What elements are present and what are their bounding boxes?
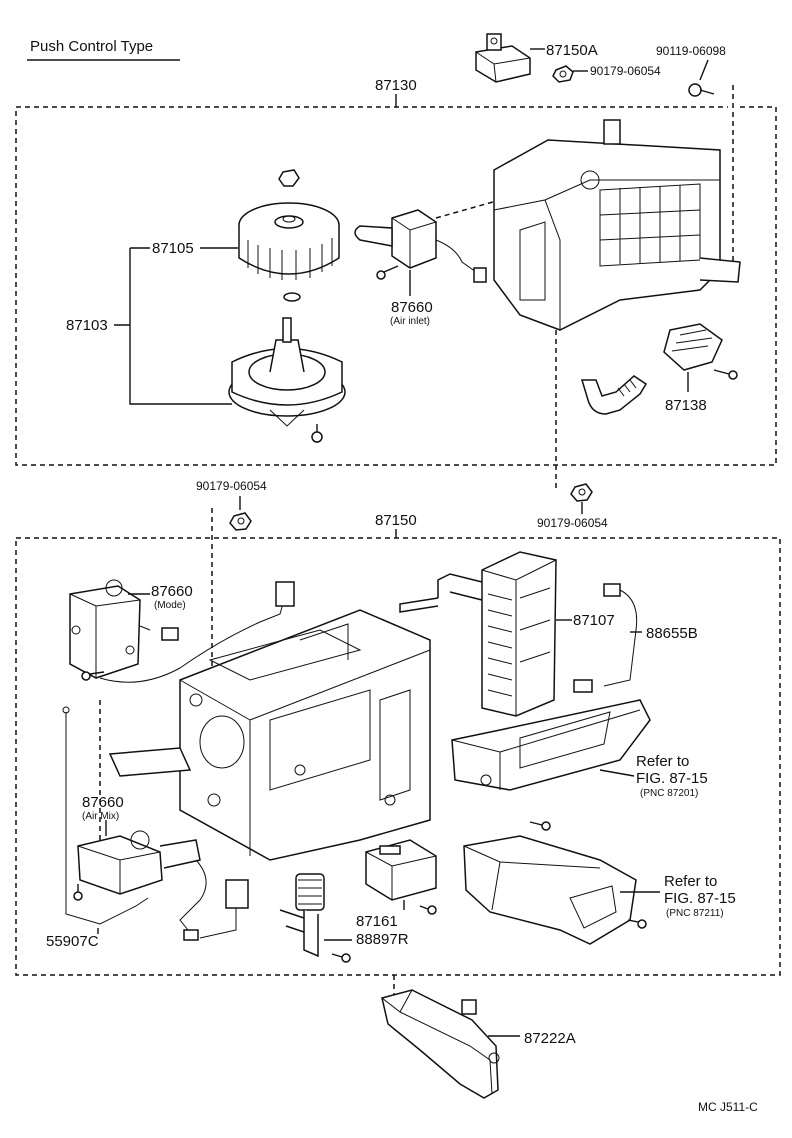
resistor-icon bbox=[663, 323, 723, 371]
thermistor-wire-icon bbox=[573, 583, 638, 693]
harness-plug-icon bbox=[161, 627, 179, 641]
cable-end-icon bbox=[62, 706, 70, 714]
airmix-plug-icon bbox=[183, 929, 199, 941]
airmix-connector-icon bbox=[225, 879, 249, 909]
leader-ref1 bbox=[599, 769, 635, 777]
amplifier-icon bbox=[365, 839, 437, 901]
harness-connector-icon bbox=[275, 581, 295, 607]
label-87138: 87138 bbox=[665, 397, 707, 414]
control-cable-icon bbox=[65, 712, 149, 925]
label-87660-mode: 87660 bbox=[151, 583, 193, 600]
label-mode: (Mode) bbox=[154, 600, 186, 611]
duct-screw-icon bbox=[627, 919, 647, 929]
leader-87103 bbox=[114, 247, 232, 405]
blower-fan-icon bbox=[238, 202, 340, 280]
blower-motor-icon bbox=[228, 317, 346, 427]
label-87660-inlet: 87660 bbox=[391, 299, 433, 316]
air-mix-servo-icon bbox=[77, 830, 201, 895]
amp-screw-icon bbox=[419, 905, 437, 915]
fan-nut-icon bbox=[278, 169, 300, 187]
screw-icon bbox=[688, 83, 715, 97]
ref2-pnc: (PNC 87211) bbox=[666, 908, 724, 919]
label-air-inlet: (Air inlet) bbox=[390, 316, 430, 327]
ref1-line2: FIG. 87-15 bbox=[636, 770, 708, 787]
label-87660-airmix: 87660 bbox=[82, 794, 124, 811]
label-88655b: 88655B bbox=[646, 625, 698, 642]
motor-screw-icon bbox=[311, 424, 323, 443]
label-90179-top: 90179-06054 bbox=[590, 64, 661, 78]
harness-wire bbox=[99, 599, 285, 683]
fan-washer-icon bbox=[283, 292, 301, 302]
air-inlet-servo-icon bbox=[354, 209, 487, 283]
mode-servo-screw-icon bbox=[81, 671, 105, 681]
drain-hose-icon bbox=[580, 375, 648, 415]
dash-servo-to-case bbox=[435, 199, 501, 219]
blower-case-icon bbox=[493, 119, 741, 331]
ref1-pnc: (PNC 87201) bbox=[640, 788, 698, 799]
label-87130: 87130 bbox=[375, 77, 417, 94]
label-87222a: 87222A bbox=[524, 1030, 576, 1047]
nut-right-icon bbox=[570, 483, 593, 502]
duct-mid-screw-icon bbox=[529, 821, 551, 831]
label-90119-06098: 90119-06098 bbox=[656, 44, 726, 58]
label-87103: 87103 bbox=[66, 317, 108, 334]
ref2-line2: FIG. 87-15 bbox=[664, 890, 736, 907]
label-87107: 87107 bbox=[573, 612, 615, 629]
label-88897r: 88897R bbox=[356, 931, 409, 948]
heater-case-icon bbox=[108, 609, 431, 861]
relay-87150a-icon bbox=[475, 33, 531, 83]
label-87150: 87150 bbox=[375, 512, 417, 529]
duct-87222a-icon bbox=[381, 989, 500, 1099]
ref2-line1: Refer to bbox=[664, 873, 717, 890]
expansion-valve-icon bbox=[279, 873, 325, 958]
resistor-screw-icon bbox=[713, 369, 738, 380]
lower-duct-icon bbox=[463, 835, 637, 945]
leader-90119 bbox=[699, 59, 709, 81]
ref1-line1: Refer to bbox=[636, 753, 689, 770]
evaporator-icon bbox=[399, 551, 557, 717]
airmix-wire-2 bbox=[199, 908, 237, 939]
upper-duct-icon bbox=[451, 699, 651, 791]
servo-screw-icon bbox=[376, 265, 399, 280]
nut-left-icon bbox=[229, 512, 252, 531]
label-55907c: 55907C bbox=[46, 933, 99, 950]
cable-clip-icon bbox=[73, 884, 83, 901]
mode-servo-icon bbox=[69, 579, 151, 679]
diagram-title: Push Control Type bbox=[30, 38, 153, 55]
airmix-wire bbox=[179, 859, 207, 931]
label-87150a: 87150A bbox=[546, 42, 598, 59]
footer-code: MC J511-C bbox=[698, 1100, 758, 1114]
nut-icon bbox=[552, 65, 574, 83]
label-87105: 87105 bbox=[152, 240, 194, 257]
label-90179-left: 90179-06054 bbox=[196, 479, 267, 493]
label-90179-right: 90179-06054 bbox=[537, 516, 608, 530]
valve-screw-icon bbox=[331, 953, 351, 963]
upper-assembly-box bbox=[15, 106, 777, 466]
label-87161: 87161 bbox=[356, 913, 398, 930]
label-air-mix: (Air Mix) bbox=[82, 811, 119, 822]
lower-assembly-box bbox=[15, 537, 781, 976]
